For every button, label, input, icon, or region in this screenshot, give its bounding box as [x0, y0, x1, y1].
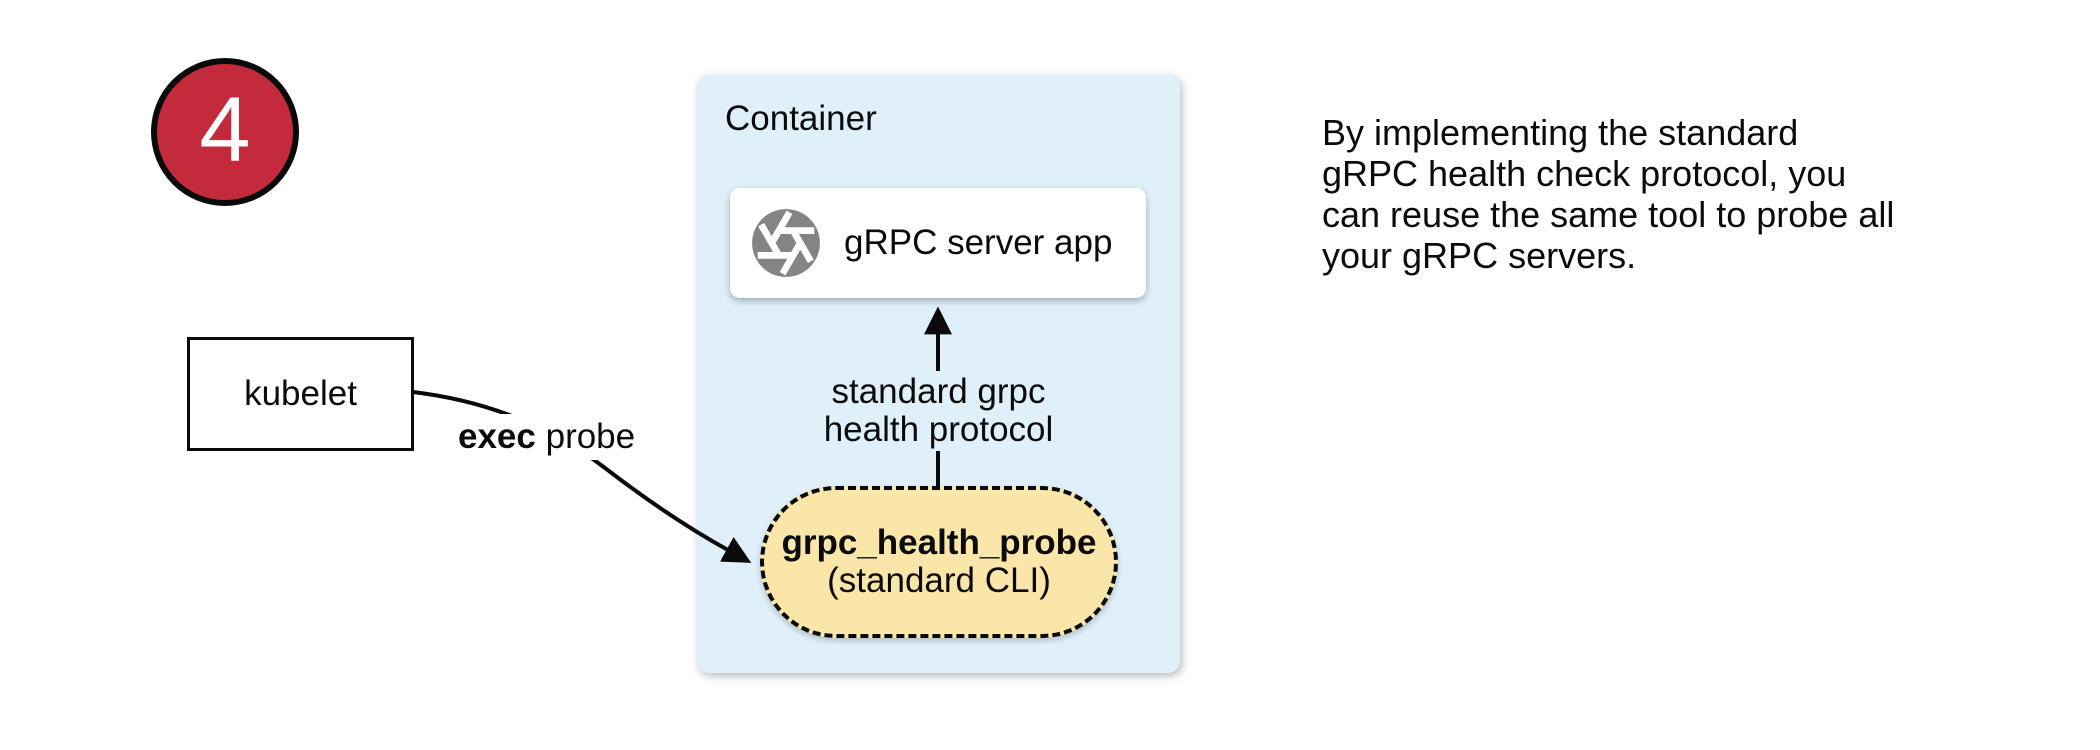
- pill-title: grpc_health_probe: [781, 523, 1097, 562]
- step-number: 4: [199, 79, 251, 181]
- kubelet-label: kubelet: [244, 374, 357, 413]
- container-box: Container gRPC server app standard: [697, 75, 1180, 673]
- exec-probe-label-bold: exec: [458, 417, 536, 456]
- pill-subtitle: (standard CLI): [827, 561, 1051, 600]
- exec-probe-label-rest: probe: [535, 417, 636, 456]
- container-title: Container: [725, 99, 877, 138]
- exec-probe-label: exec probe: [450, 414, 644, 460]
- server-card-label: gRPC server app: [844, 223, 1113, 262]
- aperture-icon: [749, 206, 823, 280]
- grpc-server-card: gRPC server app: [730, 188, 1146, 298]
- grpc-health-probe-pill: grpc_health_probe (standard CLI): [760, 486, 1118, 638]
- note-text: By implementing the standard gRPC health…: [1322, 112, 1895, 276]
- protocol-label: standard grpc health protocol: [823, 372, 1054, 449]
- kubelet-box: kubelet: [187, 337, 414, 451]
- step-badge: 4: [151, 58, 299, 206]
